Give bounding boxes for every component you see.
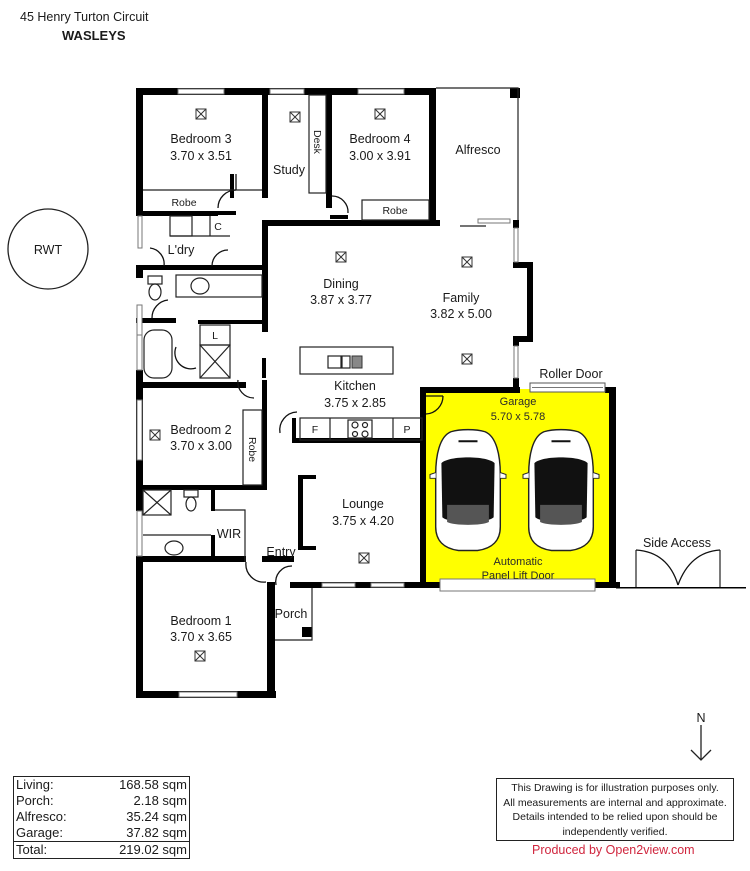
laundry-label: L'dry	[168, 243, 195, 257]
area-row-garage: Garage: 37.82 sqm	[16, 825, 187, 840]
area-row-alfresco: Alfresco: 35.24 sqm	[16, 809, 187, 824]
roller-door-label: Roller Door	[539, 367, 602, 381]
disclaimer-line: independently verified.	[562, 825, 668, 838]
family-dims: 3.82 x 5.00	[430, 307, 492, 321]
bedroom1-label: Bedroom 1	[170, 614, 231, 628]
family-label: Family	[443, 291, 481, 305]
entry-label: Entry	[266, 545, 296, 559]
north-arrow-icon: N	[690, 711, 712, 761]
area-row-porch: Porch: 2.18 sqm	[16, 793, 187, 808]
fridge-label: F	[312, 424, 318, 436]
linen-label: L	[212, 330, 218, 342]
kitchen-label: Kitchen	[334, 379, 376, 393]
bedroom3-dims: 3.70 x 3.51	[170, 149, 232, 163]
windows	[136, 88, 596, 698]
wir-label: WIR	[217, 527, 241, 541]
svg-text:N: N	[696, 711, 705, 725]
bedroom4-label: Bedroom 4	[349, 132, 410, 146]
bedroom4-dims: 3.00 x 3.91	[349, 149, 411, 163]
lounge-dims: 3.75 x 4.20	[332, 514, 394, 528]
disclaimer-box: This Drawing is for illustration purpose…	[496, 778, 734, 841]
porch-label: Porch	[275, 607, 308, 621]
study-label: Study	[273, 163, 306, 177]
garage-door-line2: Panel Lift Door	[482, 570, 555, 582]
pantry-label: P	[403, 424, 410, 436]
robe3-label: Robe	[171, 197, 196, 209]
svg-text:RWT: RWT	[34, 243, 63, 257]
bedroom1-dims: 3.70 x 3.65	[170, 630, 232, 644]
car-right-icon	[522, 428, 600, 552]
kitchen-dims: 3.75 x 2.85	[324, 396, 386, 410]
producer-credit: Produced by Open2view.com	[532, 843, 695, 857]
disclaimer-line: Details intended to be relied upon shoul…	[512, 811, 718, 823]
interior-fixtures	[142, 87, 721, 641]
desk-label: Desk	[311, 130, 323, 155]
property-suburb: WASLEYS	[62, 28, 126, 43]
garage-dims: 5.70 x 5.78	[491, 411, 545, 423]
lounge-label: Lounge	[342, 497, 384, 511]
disclaimer-line: This Drawing is for illustration purpose…	[511, 782, 719, 794]
area-summary-table: Living: 168.58 sqm Porch: 2.18 sqm Alfre…	[13, 776, 190, 859]
room-labels: Bedroom 3 3.70 x 3.51 Robe Study Desk Be…	[168, 130, 711, 644]
side-access-label: Side Access	[643, 536, 711, 550]
area-row-total: Total: 219.02 sqm	[14, 841, 189, 857]
property-address: 45 Henry Turton Circuit	[20, 10, 149, 24]
dining-dims: 3.87 x 3.77	[310, 293, 372, 307]
disclaimer-line: All measurements are internal and approx…	[503, 796, 727, 809]
bedroom2-dims: 3.70 x 3.00	[170, 439, 232, 453]
exterior-walls	[136, 88, 746, 698]
rainwater-tank: RWT	[7, 208, 89, 290]
garage-door-line1: Automatic	[494, 556, 543, 568]
area-row-living: Living: 168.58 sqm	[16, 777, 187, 792]
laundry-cupboard-label: C	[214, 221, 222, 233]
robe2-label: Robe	[246, 437, 258, 462]
robe4-label: Robe	[382, 205, 407, 217]
garage-label: Garage	[500, 396, 537, 408]
dining-label: Dining	[323, 277, 358, 291]
car-left-icon	[429, 428, 507, 552]
alfresco-label: Alfresco	[455, 143, 500, 157]
bedroom2-label: Bedroom 2	[170, 423, 231, 437]
door-swings	[149, 174, 444, 586]
bedroom3-label: Bedroom 3	[170, 132, 231, 146]
